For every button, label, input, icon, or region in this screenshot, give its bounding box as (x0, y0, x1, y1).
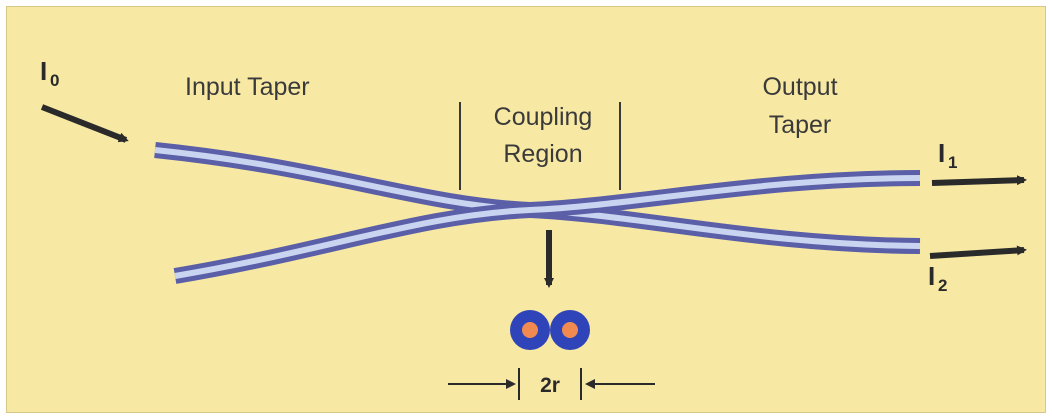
output-taper-label-line1: Output (762, 73, 837, 101)
fiber-cross-section (510, 310, 590, 350)
coupling-region-label-line1: Coupling (494, 103, 593, 131)
input-taper-label: Input Taper (185, 73, 310, 101)
output-signal-2-label: I 2 (928, 261, 947, 295)
core-left (522, 322, 538, 338)
core-right (562, 322, 578, 338)
dimension-label: 2r (540, 374, 560, 397)
output-signal-1-symbol: I (938, 138, 945, 168)
fiber-lower-to-upper (173, 170, 921, 284)
coupling-region-label-line2: Region (503, 140, 582, 168)
output-arrow-1 (931, 175, 1027, 186)
input-signal-label: I 0 (40, 56, 59, 90)
input-signal-symbol: I (40, 56, 47, 86)
output-signal-1-label: I 1 (938, 138, 957, 172)
output-signal-2-subscript: 2 (938, 276, 947, 295)
output-taper-label-line2: Taper (769, 111, 832, 139)
input-arrow (40, 104, 129, 143)
output-signal-1-subscript: 1 (948, 153, 957, 172)
dimension-marker: 2r (448, 368, 655, 400)
output-arrow-2 (929, 245, 1027, 259)
input-signal-subscript: 0 (50, 71, 59, 90)
output-signal-2-symbol: I (928, 261, 935, 291)
